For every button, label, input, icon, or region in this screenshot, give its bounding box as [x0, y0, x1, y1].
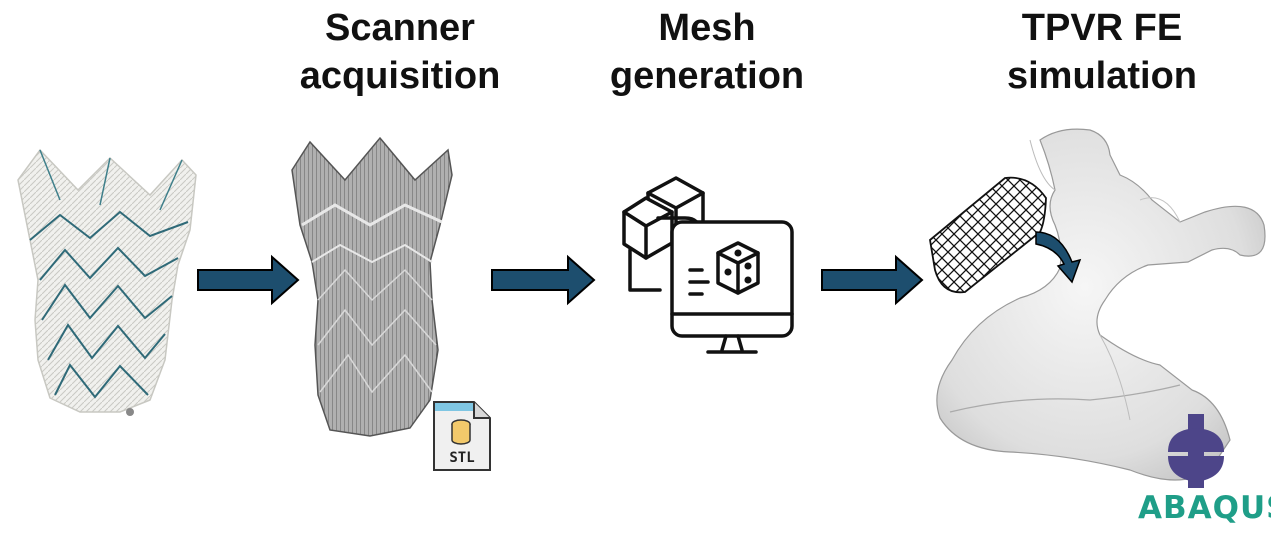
curved-arrow-icon — [1035, 231, 1082, 284]
arrow-right-3 — [821, 254, 924, 306]
mesh-generation-icon — [622, 176, 794, 354]
pulmonary-anatomy-model — [936, 128, 1266, 481]
step-title-simulation-line2: simulation — [1006, 55, 1198, 97]
valve-photo — [17, 148, 197, 416]
step-title-simulation-line1: TPVR FE — [1021, 7, 1183, 49]
arrow-right-1 — [197, 254, 300, 306]
step-title-mesh: Mesh generation — [580, 4, 834, 100]
step-title-mesh-line2: generation — [609, 55, 805, 97]
step-title-scanner-line1: Scanner — [325, 7, 475, 49]
step-title-mesh-line1: Mesh — [658, 7, 756, 49]
abaqus-logo-text: ABAQUS — [1138, 490, 1271, 526]
step-title-scanner: Scanner acquisition — [268, 4, 532, 100]
abaqus-logo-icon — [1168, 414, 1224, 488]
stl-file-icon: STL — [433, 401, 491, 471]
step-title-scanner-line2: acquisition — [299, 55, 501, 97]
scanned-valve-model — [291, 136, 453, 437]
stent-mesh — [929, 176, 1047, 294]
arrow-right-2 — [491, 254, 596, 306]
stl-file-label: STL — [449, 450, 474, 466]
step-title-simulation: TPVR FE simulation — [970, 4, 1234, 100]
